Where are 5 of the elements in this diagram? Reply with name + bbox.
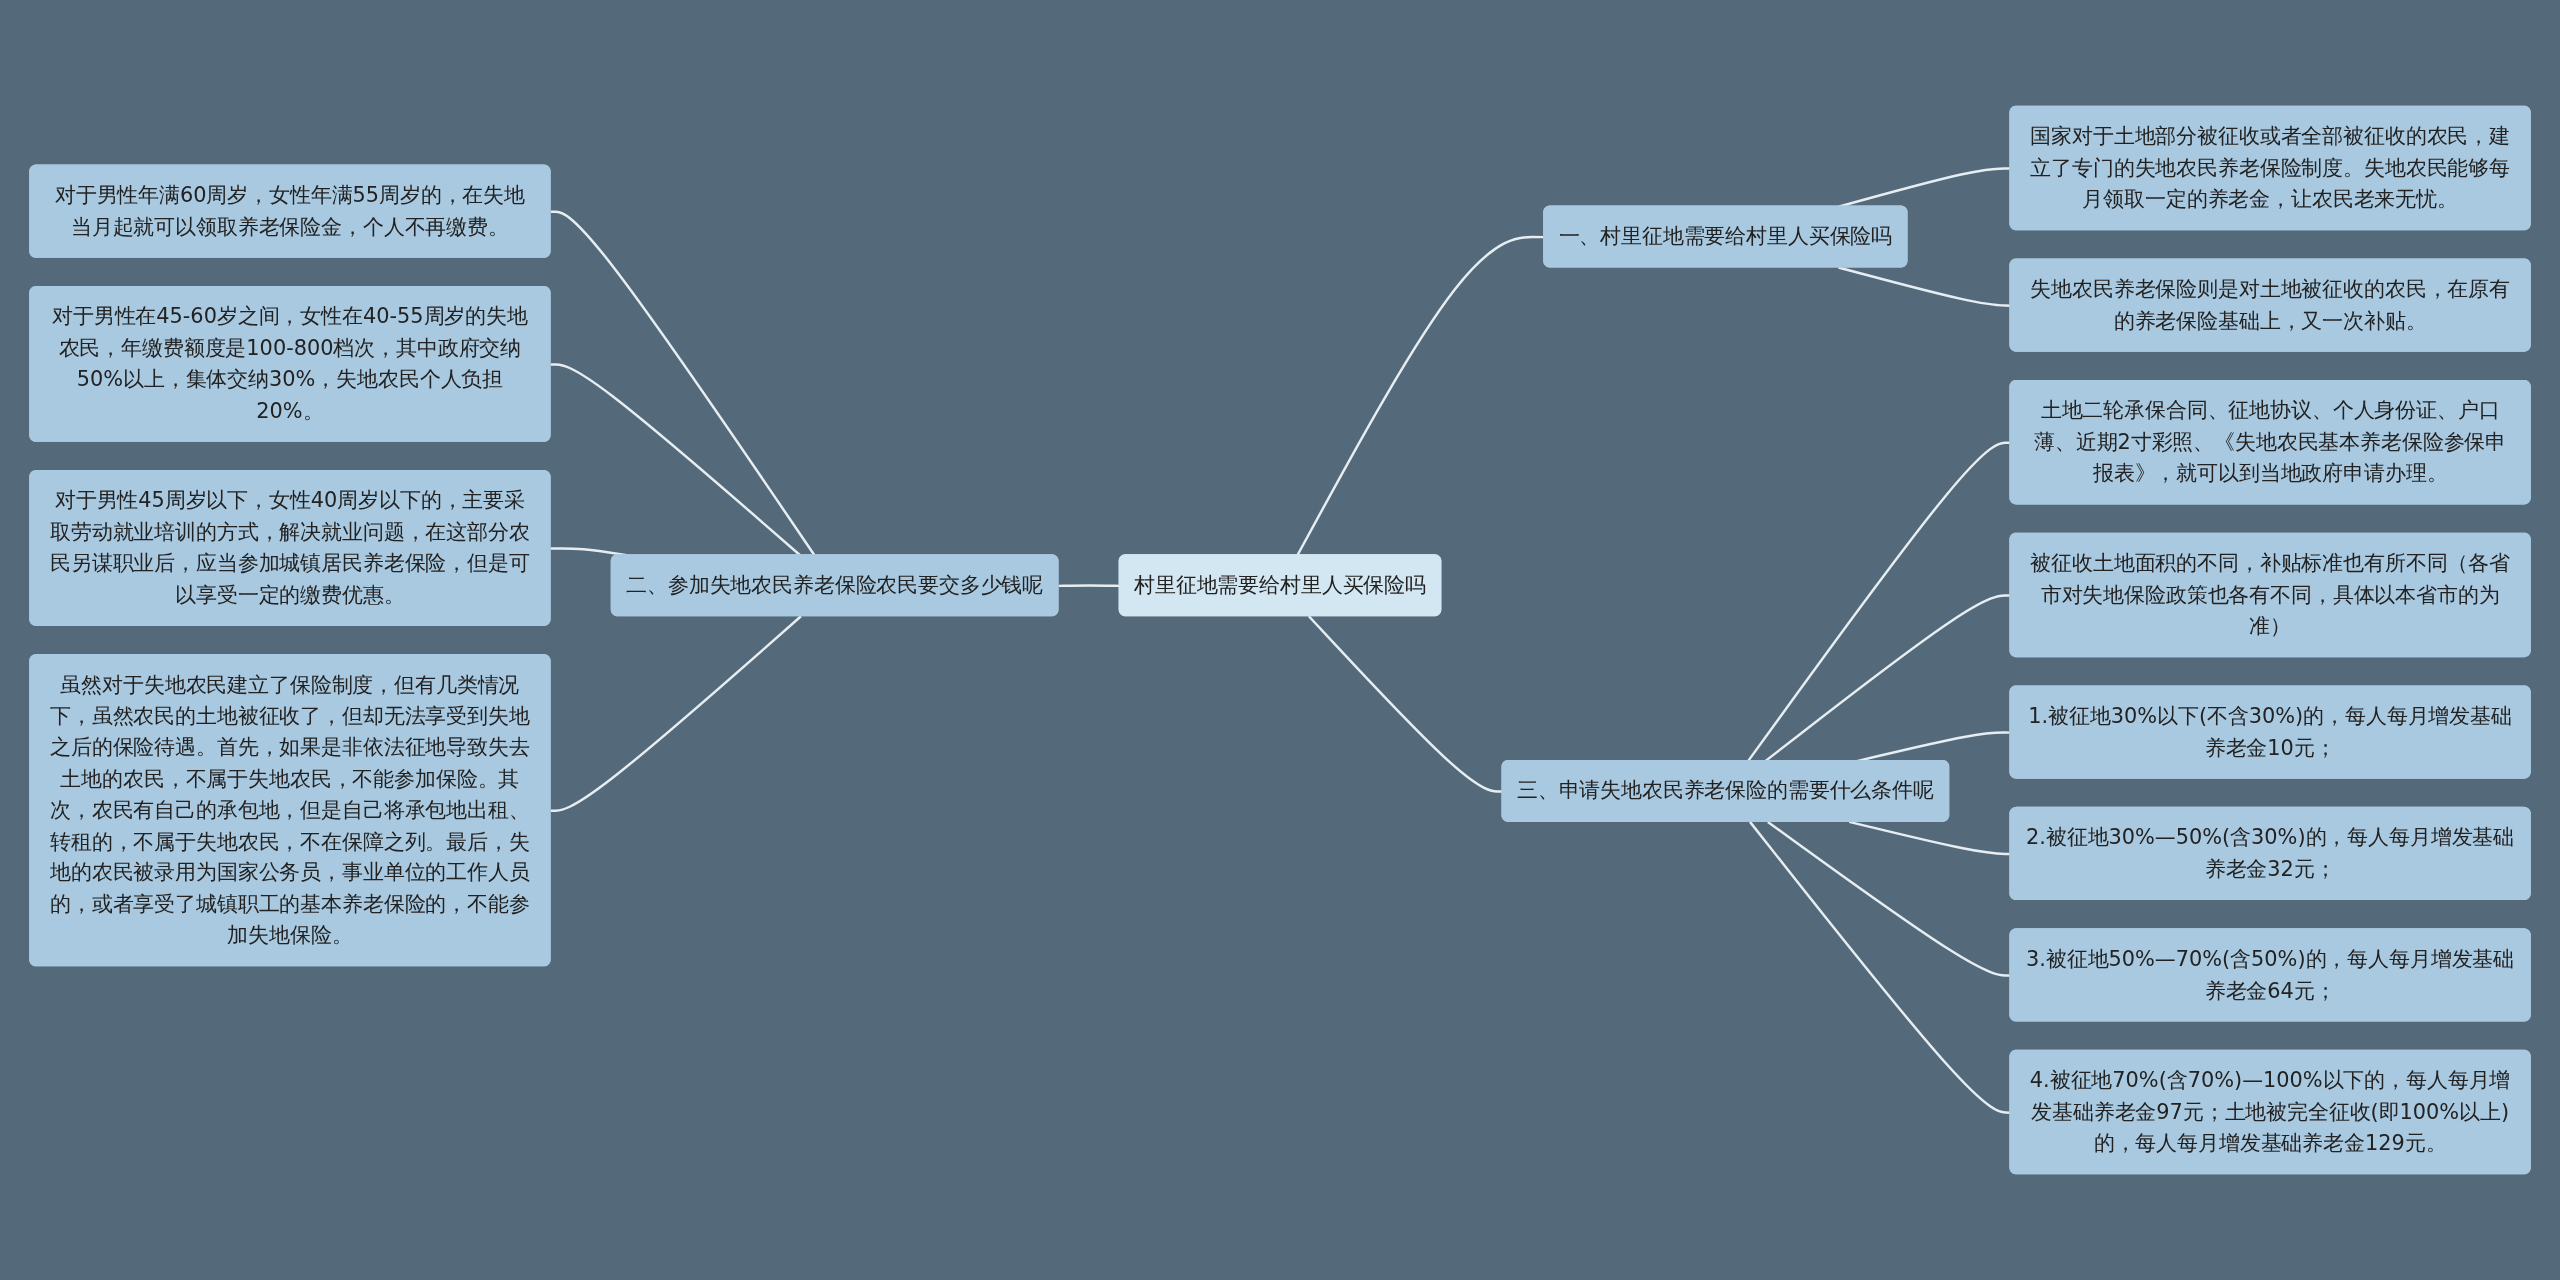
connector — [1307, 615, 1503, 793]
connector — [550, 363, 802, 557]
connector — [550, 210, 816, 557]
connector — [550, 615, 802, 813]
connector — [1058, 584, 1120, 588]
